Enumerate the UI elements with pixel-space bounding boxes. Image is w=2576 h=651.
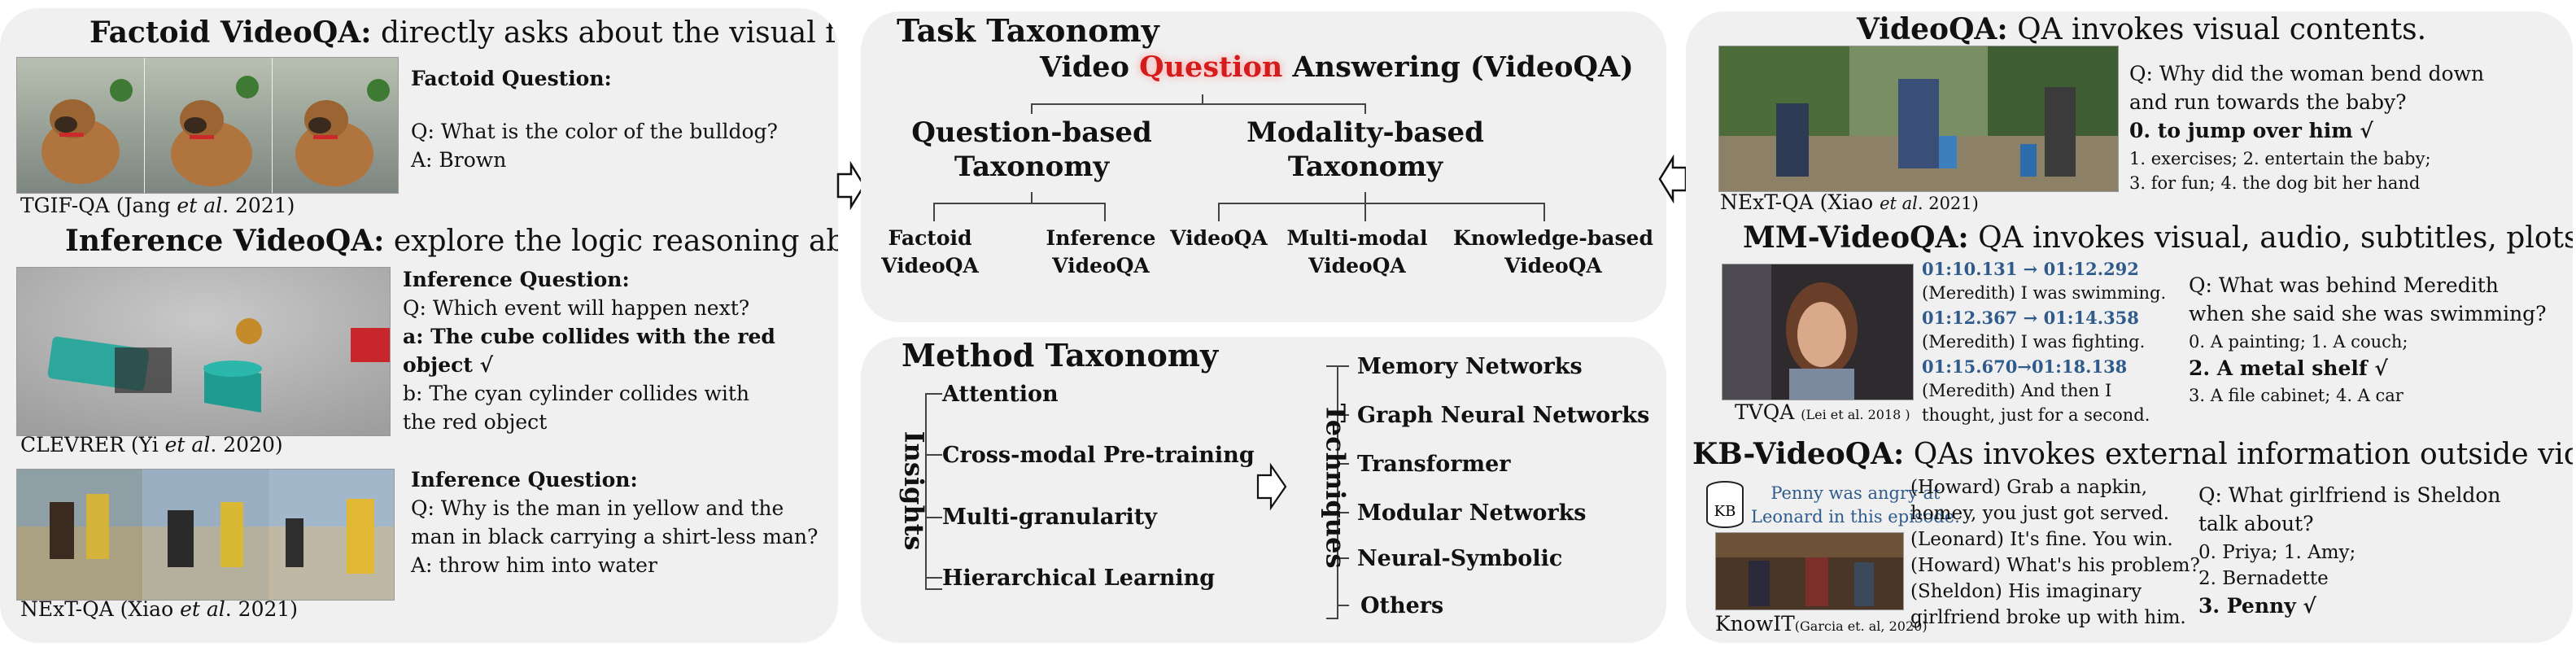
beach-frame-2 (143, 470, 269, 600)
videoqa-frames (1718, 46, 2119, 192)
videoqa-options-cont: 3. for fun; 4. the dog bit her hand (2129, 173, 2421, 193)
method-taxonomy-title: Method Taxonomy (902, 337, 1219, 374)
technique-memory-networks: Memory Networks (1357, 354, 1583, 379)
technique-modular-networks: Modular Networks (1357, 500, 1587, 526)
factoid-question-label: Factoid Question: (411, 67, 612, 90)
question-highlight: Question (1139, 50, 1283, 84)
subtitle-text-1: (Meredith) I was swimming. (1922, 283, 2167, 303)
kb-options-cont: 2. Bernadette (2198, 568, 2329, 589)
technique-graph-neural-networks: Graph Neural Networks (1357, 403, 1650, 428)
kb-question: Q: What girlfriend is Sheldon (2198, 483, 2501, 507)
videoqa-answer: 0. to jump over him √ (2129, 119, 2373, 142)
techniques-label: Techniques (1320, 403, 1351, 569)
technique-transformer: Transformer (1357, 452, 1511, 477)
inference2-question: Q: Why is the man in yellow and the (411, 496, 784, 520)
kb-question-cont: talk about? (2198, 512, 2314, 535)
videoqa-heading: VideoQA: QA invokes visual contents. (1857, 12, 2427, 46)
insight-cross-modal-pretraining: Cross-modal Pre-training (942, 443, 1255, 468)
mm-options: 0. A painting; 1. A couch; (2189, 332, 2408, 352)
method-brackets (925, 365, 1349, 619)
insight-multi-granularity: Multi-granularity (942, 505, 1157, 530)
kb-dialog-4: (Howard) What's his problem? (1910, 555, 2200, 576)
arrow-right-icon (836, 161, 866, 210)
technique-others: Others (1360, 593, 1444, 618)
method-arrow-icon (1256, 462, 1287, 511)
branch-question-based: Question-based Taxonomy (911, 116, 1152, 183)
inference1-answer-b: b: The cyan cylinder collides with (403, 382, 750, 405)
mm-question-cont: when she said she was swimming? (2189, 302, 2547, 326)
task-taxonomy-panel: Task Taxonomy Video Question Answering (… (861, 11, 1666, 322)
method-taxonomy-panel: Method Taxonomy Insights Attention Cross… (861, 337, 1666, 643)
videoqa-options: 1. exercises; 2. entertain the baby; (2129, 149, 2431, 168)
clevrer-video-frame (16, 267, 391, 436)
insight-attention: Attention (942, 382, 1059, 407)
nextqa-beach-source: NExT-QA (Xiao et al. 2021) (20, 597, 299, 621)
inference2-question-cont: man in black carrying a shirt-less man? (411, 525, 819, 548)
nextqa-beach-frames (16, 469, 395, 601)
mm-question: Q: What was behind Meredith (2189, 273, 2499, 297)
task-taxonomy-title: Task Taxonomy (897, 12, 1159, 49)
videoqa-question: Q: Why did the woman bend down (2129, 62, 2485, 85)
technique-neural-symbolic: Neural-Symbolic (1357, 546, 1563, 571)
inference2-answer: A: throw him into water (411, 553, 657, 577)
kb-icon-label: KB (1714, 503, 1736, 520)
knowit-source: KnowIT(Garcia et. al, 2020) (1715, 612, 1928, 636)
inference1-answer-a-cont: object √ (403, 353, 494, 377)
inference2-question-label: Inference Question: (411, 468, 638, 492)
taxonomy-tree-lines (933, 94, 1545, 221)
factoid-heading: Factoid VideoQA: directly asks about the… (90, 15, 838, 50)
frame-3 (273, 58, 398, 193)
knowit-frame (1715, 532, 1904, 610)
tvqa-source: TVQA (Lei et al. 2018 ) (1735, 400, 1910, 424)
database-icon: KB (1706, 481, 1744, 528)
inference1-answer-b-cont: the red object (403, 410, 548, 434)
subtitle-text-3: (Meredith) And then I (1922, 381, 2112, 400)
videoqa-question-cont: and run towards the baby? (2129, 90, 2407, 114)
kb-note: Penny was angry at Leonard in this episo… (1751, 483, 1960, 526)
subtitle-time-1: 01:10.131 → 01:12.292 (1922, 259, 2139, 279)
kb-videoqa-heading: KB-VideoQA: QAs invokes external informa… (1692, 437, 2573, 471)
kb-dialog-2: homey, you just got served. (1910, 503, 2170, 524)
subtitle-text-2: (Meredith) I was fighting. (1922, 332, 2146, 352)
factoid-source: TGIF-QA (Jang et al. 2021) (20, 194, 295, 217)
inference1-answer-a: a: The cube collides with the red (403, 325, 775, 348)
arrow-left-icon (1658, 155, 1687, 203)
mm-options-cont: 3. A file cabinet; 4. A car (2189, 386, 2404, 405)
kb-dialog-1: (Howard) Grab a napkin, (1910, 477, 2148, 498)
tvqa-frame (1722, 264, 1914, 400)
factoid-answer: A: Brown (411, 148, 507, 172)
kb-dialog-6: girlfriend broke up with him. (1910, 607, 2186, 628)
videoqa-source: NExT-QA (Xiao et al. 2021) (1720, 190, 1979, 214)
beach-frame-1 (17, 470, 142, 600)
mm-videoqa-heading: MM-VideoQA: QA invokes visual, audio, su… (1743, 221, 2573, 255)
leaf-videoqa: VideoQA (1170, 226, 1268, 250)
insight-hierarchical-learning: Hierarchical Learning (942, 566, 1216, 591)
inference-heading: Inference VideoQA: explore the logic rea… (65, 224, 838, 258)
inference1-question-label: Inference Question: (403, 268, 630, 291)
mm-answer: 2. A metal shelf √ (2189, 356, 2388, 380)
branch-modality-based: Modality-based Taxonomy (1247, 116, 1484, 183)
factoid-question: Q: What is the color of the bulldog? (411, 120, 778, 143)
frame-1 (17, 58, 144, 193)
beach-frame-3 (269, 470, 394, 600)
taxonomy-root: Video Question Answering (VideoQA) (1040, 50, 1634, 84)
frame-2 (145, 58, 272, 193)
clevrer-source: CLEVRER (Yi et al. 2020) (20, 433, 283, 457)
kb-dialog-5: (Sheldon) His imaginary (1910, 581, 2142, 602)
factoid-video-frames (16, 57, 399, 194)
right-panel: VideoQA: QA invokes visual contents. NEx… (1686, 11, 2573, 643)
subtitle-text-3-cont: thought, just for a second. (1922, 405, 2150, 425)
kb-options: 0. Priya; 1. Amy; (2198, 542, 2356, 563)
kb-answer: 3. Penny √ (2198, 594, 2316, 618)
subtitle-time-3: 01:15.670→01:18.138 (1922, 356, 2128, 377)
subtitle-time-2: 01:12.367 → 01:14.358 (1922, 308, 2139, 328)
left-panel: Factoid VideoQA: directly asks about the… (0, 8, 838, 643)
inference1-question: Q: Which event will happen next? (403, 296, 750, 320)
kb-dialog-3: (Leonard) It's fine. You win. (1910, 529, 2173, 550)
